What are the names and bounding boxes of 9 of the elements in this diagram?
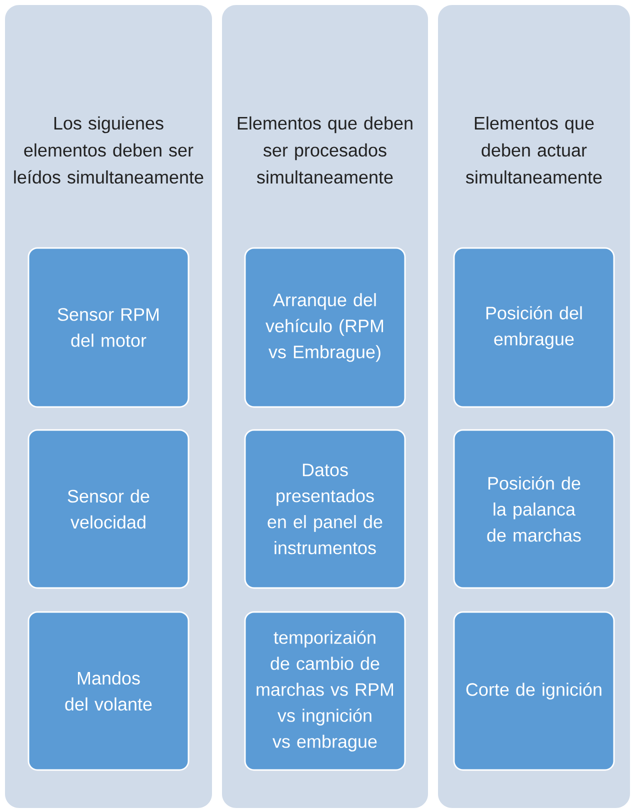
item-box: temporizaión de cambio de marchas vs RPM vs ingnición vs embrague <box>244 611 406 771</box>
item-box: Sensor de velocidad <box>28 429 190 589</box>
item-box: Corte de ignición <box>453 611 615 771</box>
item-box: Mandos del volante <box>28 611 190 771</box>
item-box: Posición del embrague <box>453 247 615 408</box>
item-box: Sensor RPM del motor <box>28 247 190 408</box>
item-box: Posición de la palanca de marchas <box>453 429 615 589</box>
item-box: Datos presentados en el panel de instrumentos <box>244 429 406 589</box>
item-box: Arranque del vehículo (RPM vs Embrague) <box>244 247 406 408</box>
